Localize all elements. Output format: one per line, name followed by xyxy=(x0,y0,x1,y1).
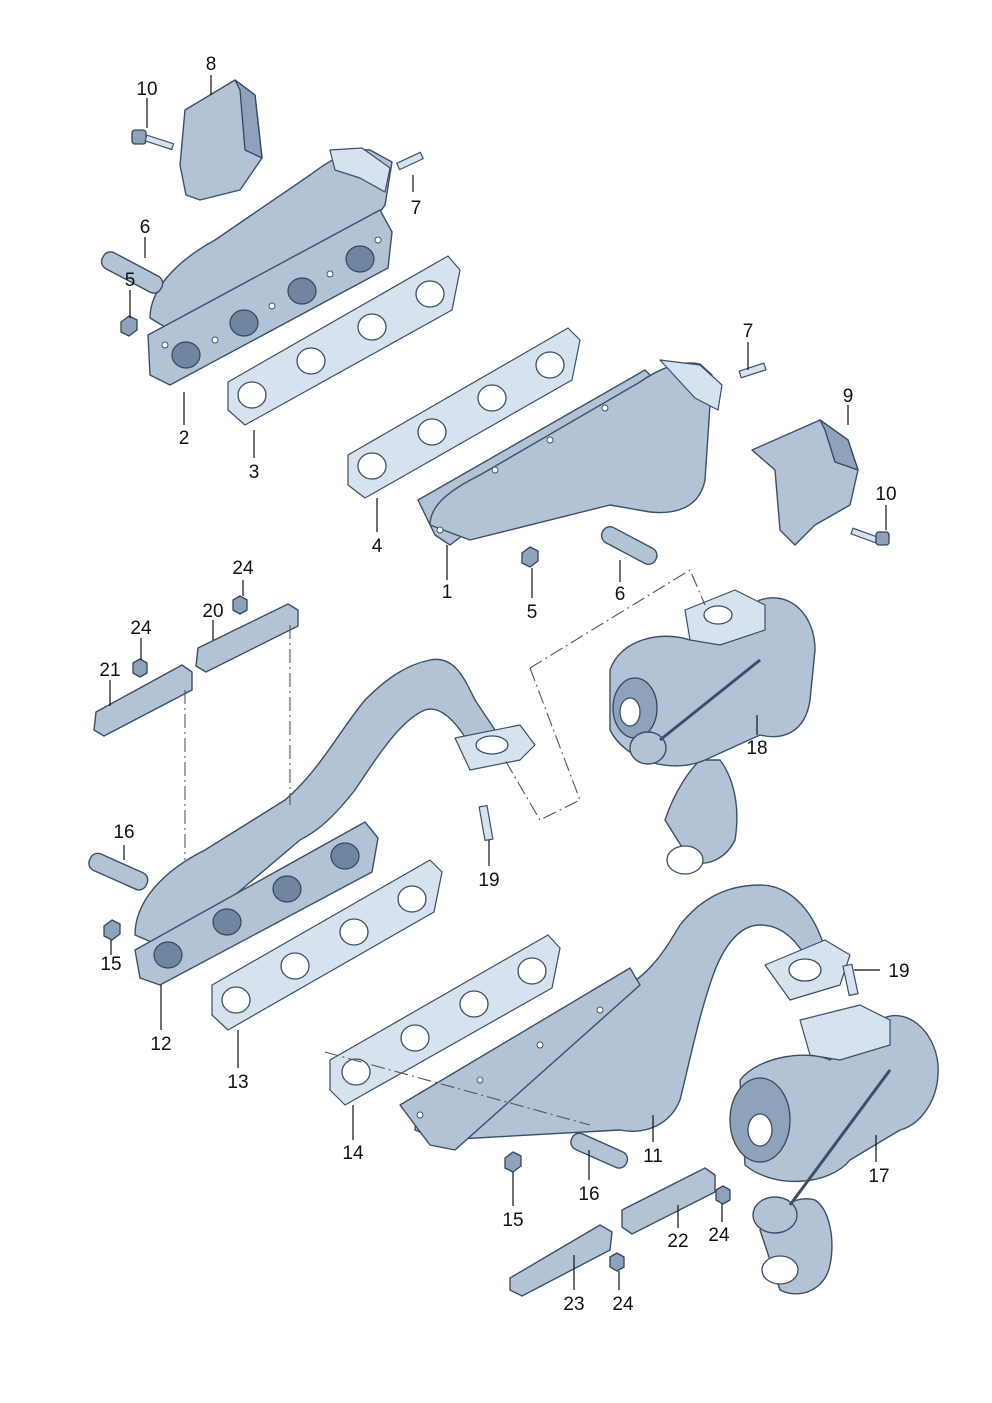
assembly-indicator-line-upper xyxy=(504,569,706,821)
label-5: 5 xyxy=(125,270,136,291)
label-24: 24 xyxy=(708,1225,730,1246)
turbocharger-18 xyxy=(609,589,816,875)
label-9: 9 xyxy=(843,386,854,407)
bolt-upper xyxy=(131,129,175,151)
label-6: 6 xyxy=(615,584,626,605)
label-21: 21 xyxy=(99,660,120,681)
label-3: 3 xyxy=(249,462,260,483)
label-11: 11 xyxy=(643,1146,663,1167)
stud-19-right xyxy=(842,963,859,997)
label-10: 10 xyxy=(136,79,157,100)
upper-right-gasket xyxy=(347,327,581,499)
label-17: 17 xyxy=(868,1166,889,1187)
label-20: 20 xyxy=(202,601,223,622)
label-24: 24 xyxy=(612,1294,634,1315)
label-24: 24 xyxy=(130,618,152,639)
upper-left-gasket xyxy=(227,255,461,426)
label-14: 14 xyxy=(342,1143,364,1164)
label-6: 6 xyxy=(140,217,151,238)
stud-right xyxy=(738,362,767,379)
label-16: 16 xyxy=(113,822,134,843)
bracket-23 xyxy=(509,1224,613,1297)
upper-right-exhaust-manifold xyxy=(417,359,723,546)
nut-lower-left xyxy=(103,919,121,941)
label-23: 23 xyxy=(563,1294,584,1315)
nut-24c xyxy=(715,1185,731,1205)
nut-lower-right xyxy=(504,1151,522,1173)
label-7: 7 xyxy=(743,321,754,342)
label-22: 22 xyxy=(667,1231,688,1252)
nut-24b xyxy=(132,658,148,678)
sleeve-upper xyxy=(100,251,164,294)
lower-left-gasket xyxy=(211,859,443,1031)
heat-shield-upper xyxy=(179,79,263,201)
sleeve-lower-left xyxy=(88,852,149,891)
sleeve-right xyxy=(600,526,658,565)
assembly-indicator-line-lower xyxy=(324,1051,591,1126)
label-19: 19 xyxy=(478,870,499,891)
lower-right-gasket xyxy=(329,934,561,1106)
label-2: 2 xyxy=(179,428,190,449)
nut-24a xyxy=(232,595,248,615)
turbocharger-17 xyxy=(729,1004,939,1295)
bolt-right xyxy=(850,527,890,546)
lower-left-exhaust-manifold xyxy=(134,658,536,986)
label-8: 8 xyxy=(206,54,217,75)
label-18: 18 xyxy=(746,738,767,759)
bracket-21 xyxy=(93,664,193,737)
label-12: 12 xyxy=(150,1034,171,1055)
label-19: 19 xyxy=(888,961,909,982)
label-1: 1 xyxy=(442,582,453,603)
heat-shield-right xyxy=(751,419,859,546)
bracket-22 xyxy=(621,1167,716,1235)
leader-lines xyxy=(109,75,887,1290)
stud-upper xyxy=(396,151,424,171)
sleeve-lower-right xyxy=(570,1132,629,1169)
stud-19-left xyxy=(478,804,494,842)
label-10: 10 xyxy=(875,484,896,505)
lower-right-exhaust-manifold xyxy=(399,884,851,1151)
label-15: 15 xyxy=(502,1210,523,1231)
label-13: 13 xyxy=(227,1072,248,1093)
label-4: 4 xyxy=(372,536,383,557)
nut-upper xyxy=(120,315,138,337)
label-24: 24 xyxy=(232,558,254,579)
part-labels: 8 10 7 6 5 2 3 7 9 10 4 1 5 6 24 20 24 2… xyxy=(99,54,909,1315)
label-5: 5 xyxy=(527,602,538,623)
bracket-20 xyxy=(195,603,299,673)
nut-24d xyxy=(609,1252,625,1272)
nut-right xyxy=(521,546,539,568)
label-15: 15 xyxy=(100,954,121,975)
upper-left-exhaust-manifold xyxy=(147,147,393,386)
label-16: 16 xyxy=(578,1184,599,1205)
label-7: 7 xyxy=(411,198,422,219)
